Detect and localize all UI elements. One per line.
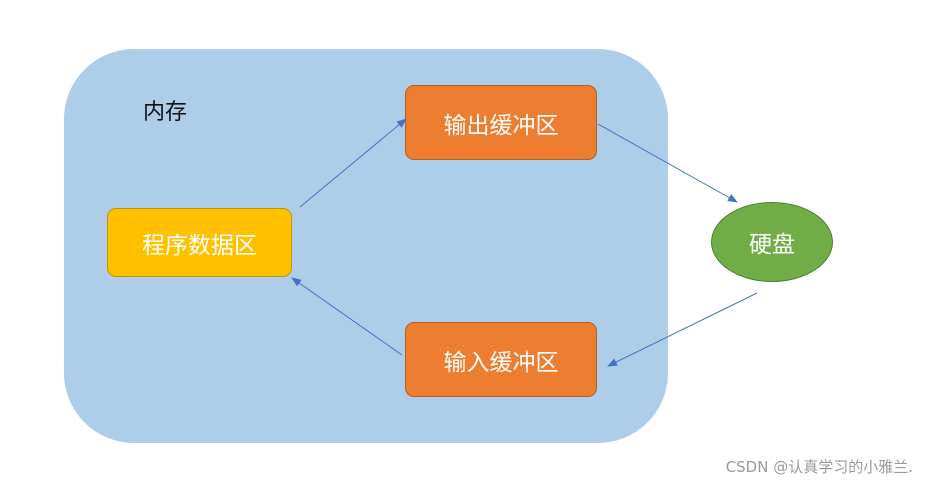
input-buffer-box: 输入缓冲区 — [405, 322, 597, 397]
memory-label: 内存 — [143, 100, 188, 125]
program-data-label: 程序数据区 — [142, 232, 257, 259]
arrow-program-to-output — [299, 118, 407, 208]
arrow-disk-to-input — [607, 292, 758, 367]
input-buffer-label: 输入缓冲区 — [443, 349, 559, 376]
arrow-input-to-program — [291, 277, 403, 356]
disk-label: 硬盘 — [749, 232, 795, 258]
program-data-box: 程序数据区 — [107, 208, 292, 277]
watermark: CSDN @认真学习的小雅兰. — [725, 458, 913, 476]
output-buffer-label: 输出缓冲区 — [443, 112, 559, 139]
disk-ellipse: 硬盘 — [711, 202, 833, 282]
arrow-output-to-disk — [597, 123, 738, 203]
